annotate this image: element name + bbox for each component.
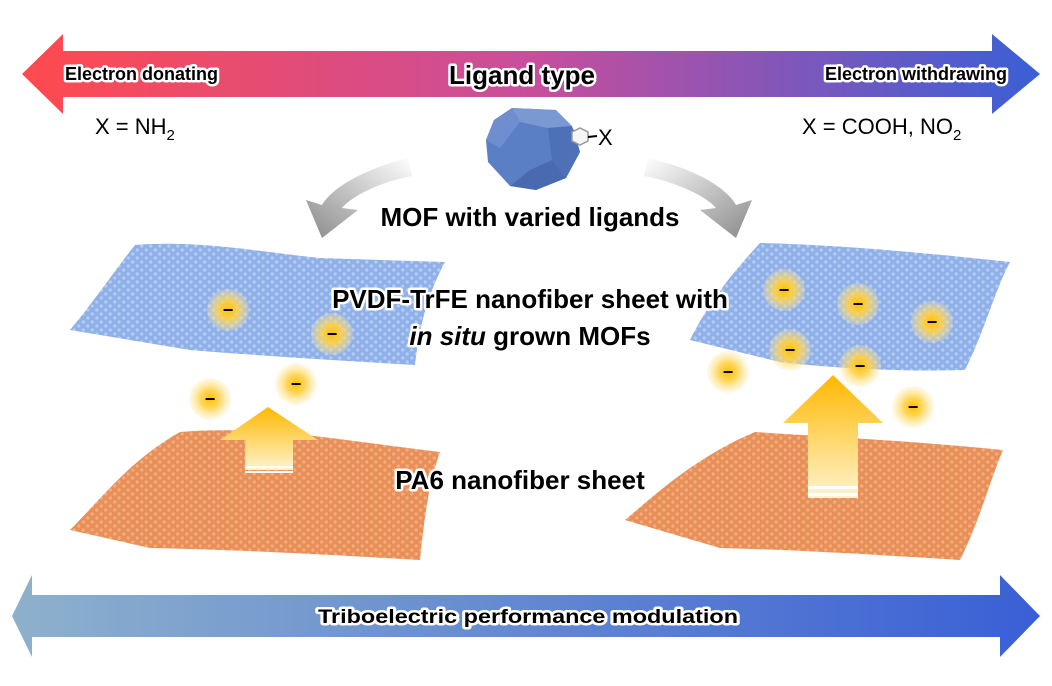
electron-glow xyxy=(769,329,811,371)
electron-glow xyxy=(763,269,805,311)
electron-5: − xyxy=(763,269,805,311)
electron-glow xyxy=(189,378,231,420)
electron-minus-sign: − xyxy=(327,324,338,344)
curved-arrow-right xyxy=(644,158,752,238)
mof-caption: MOF with varied ligands xyxy=(380,202,679,232)
pvdf-label-line1: PVDF-TrFE nanofiber sheet with xyxy=(332,284,728,314)
electron-minus-sign: − xyxy=(723,362,734,382)
curved-arrow-left xyxy=(306,158,412,238)
ligand-type-arrow-shape xyxy=(22,34,1040,114)
electron-minus-sign: − xyxy=(908,397,919,417)
substituent-left-text: X = NH xyxy=(95,114,167,139)
electron-minus-sign: − xyxy=(779,280,790,300)
pa6-label: PA6 nanofiber sheet xyxy=(395,465,645,495)
electron-glow xyxy=(311,313,353,355)
electron-glow xyxy=(892,386,934,428)
ligand-bond xyxy=(587,135,598,138)
electron-glow xyxy=(707,351,749,393)
substituent-left: X = NH2 xyxy=(95,114,175,144)
electron-glow xyxy=(207,289,249,331)
electron-glow xyxy=(275,363,317,405)
electron-minus-sign: − xyxy=(223,300,234,320)
electron-glow xyxy=(837,283,879,325)
electrons-group: − − − − − − − − − − − xyxy=(189,269,953,428)
electron-glow xyxy=(911,301,953,343)
electron-9: − xyxy=(839,345,881,387)
electron-10: − xyxy=(707,351,749,393)
substituent-right-subscript: 2 xyxy=(953,127,961,144)
pvdf-label-rest: grown MOFs xyxy=(486,321,651,351)
electron-glow xyxy=(839,345,881,387)
pa6-sheet-left xyxy=(70,430,440,560)
substituent-right-text: X = COOH, NO xyxy=(802,114,953,139)
electron-8: − xyxy=(769,329,811,371)
electron-minus-sign: − xyxy=(205,389,216,409)
pvdf-label-italic: in situ xyxy=(409,321,486,351)
electron-withdrawing-label: Electron withdrawing xyxy=(825,64,1007,84)
charge-transfer-arrow-small xyxy=(220,407,318,473)
electron-11: − xyxy=(892,386,934,428)
pvdf-label-line2: in situ grown MOFs xyxy=(409,321,650,351)
charge-transfer-arrow-large xyxy=(783,375,883,498)
electron-2: − xyxy=(311,313,353,355)
electron-minus-sign: − xyxy=(927,312,938,332)
electron-minus-sign: − xyxy=(855,356,866,376)
triboelectric-label: Triboelectric performance modulation xyxy=(318,607,738,628)
ligand-type-title: Ligand type xyxy=(449,60,595,90)
electron-4: − xyxy=(275,363,317,405)
electron-minus-sign: − xyxy=(853,294,864,314)
electron-1: − xyxy=(207,289,249,331)
ligand-type-arrow: Electron donating Ligand type Electron w… xyxy=(22,34,1040,114)
triboelectric-arrow-shape xyxy=(12,575,1040,657)
triboelectric-arrow: Triboelectric performance modulation xyxy=(12,575,1040,657)
benzene-ring-icon xyxy=(571,127,589,146)
electron-minus-sign: − xyxy=(785,340,796,360)
electron-7: − xyxy=(911,301,953,343)
ligand-x-label: X xyxy=(598,125,613,150)
electron-6: − xyxy=(837,283,879,325)
electron-minus-sign: − xyxy=(291,374,302,394)
electron-3: − xyxy=(189,378,231,420)
mof-crystal: X xyxy=(486,108,613,190)
electron-donating-label: Electron donating xyxy=(65,64,218,84)
substituent-left-subscript: 2 xyxy=(167,127,175,144)
substituent-right: X = COOH, NO2 xyxy=(802,114,961,144)
